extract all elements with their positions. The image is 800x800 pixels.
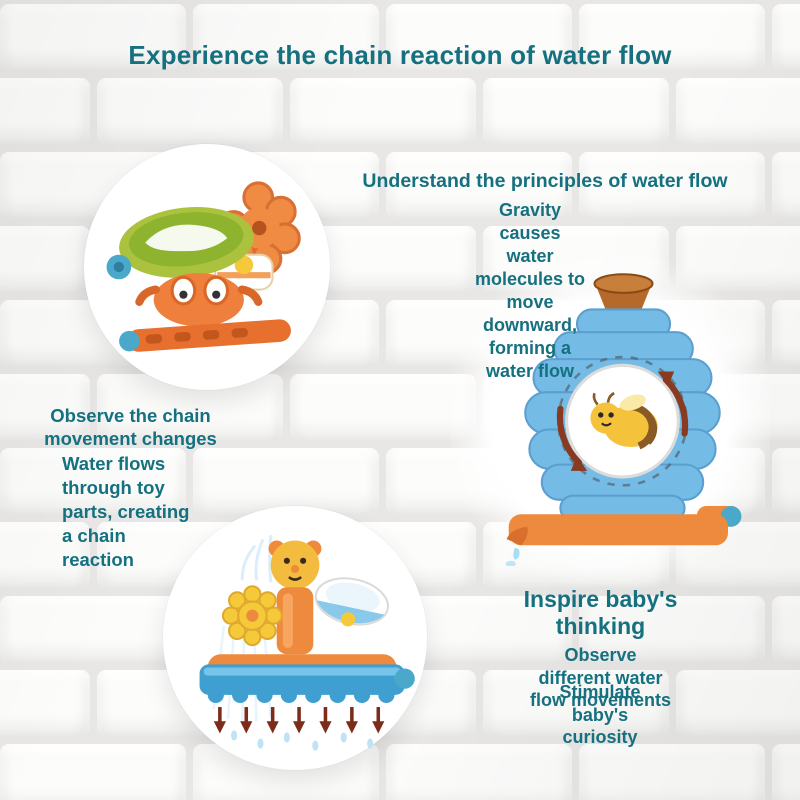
toy-photo-beehive <box>468 266 748 568</box>
spray-toy-illustration <box>199 534 415 751</box>
tray-crab-toy-illustration <box>106 181 301 352</box>
toy-photo-spray <box>163 506 427 770</box>
principles-heading: Understand the principles of water flow <box>362 170 728 192</box>
chain-movement-heading: Observe the chain movement changes <box>44 405 217 450</box>
page-title: Experience the chain reaction of water f… <box>128 40 672 70</box>
inspire-body-primary: Observe different water flow movements <box>529 645 672 710</box>
chain-movement-body: Water flows through toy parts, creating … <box>62 453 190 571</box>
beehive-toy-illustration <box>505 273 742 568</box>
toy-photo-tray-crab <box>84 144 330 390</box>
principles-body: Gravity causes water molecules to move d… <box>474 200 586 382</box>
inspire-heading: Inspire baby's thinking <box>523 586 678 640</box>
inspire-body-secondary: Stimulate baby's curiosity <box>559 682 641 747</box>
